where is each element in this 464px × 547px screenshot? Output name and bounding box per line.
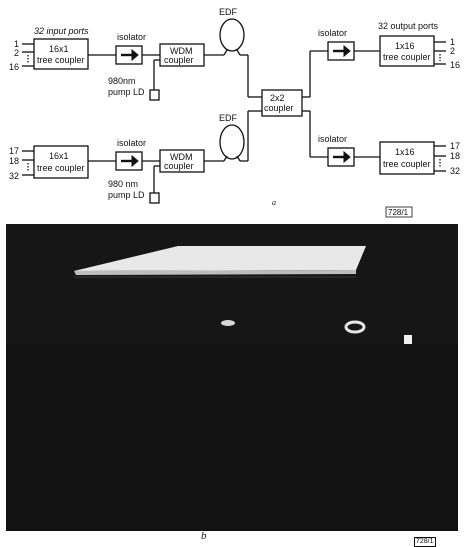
wdm-top-line2: coupler <box>164 55 194 65</box>
pump-top-line1: 980nm <box>108 76 136 86</box>
tree-coupler-in-top-line2: tree coupler <box>37 55 85 65</box>
tree-coupler-out-bottom-line1: 1x16 <box>395 147 415 157</box>
edf-coil-top <box>220 19 244 51</box>
isolator-label-out-top: isolator <box>318 28 347 38</box>
input-port-16: 16 <box>9 62 19 72</box>
arrow-right-icon <box>121 156 138 166</box>
pump-ld-top <box>150 90 159 100</box>
pump-bottom-line2: pump LD <box>108 190 145 200</box>
output-port-2: 2 <box>450 46 455 56</box>
arrow-right-icon <box>333 46 350 56</box>
tree-coupler-out-top-line1: 1x16 <box>395 41 415 51</box>
edf-coil-bottom <box>220 125 244 159</box>
coupler-2x2-line2: coupler <box>264 103 294 113</box>
output-port-32: 32 <box>450 166 460 176</box>
input-port-17: 17 <box>9 146 19 156</box>
input-port-32: 32 <box>9 171 19 181</box>
arrow-right-icon <box>333 152 350 162</box>
coupler-2x2-line1: 2x2 <box>270 93 285 103</box>
input-ports-label: 32 input ports <box>34 26 89 36</box>
tree-coupler-in-bottom-line1: 16x1 <box>49 151 69 161</box>
isolator-label-out-bottom: isolator <box>318 134 347 144</box>
sublabel-a: a <box>272 198 276 207</box>
output-port-16: 16 <box>450 60 460 70</box>
amplifier-block-diagram: 32 input ports 32 output ports 1 2 16 17… <box>0 0 464 222</box>
edf-label-bottom: EDF <box>219 113 238 123</box>
pump-top-line2: pump LD <box>108 87 145 97</box>
pump-bottom-line1: 980 nm <box>108 179 138 189</box>
output-port-17: 17 <box>450 141 460 151</box>
tree-coupler-out-bottom-line2: tree coupler <box>383 159 431 169</box>
input-port-2: 2 <box>14 48 19 58</box>
figure-code-b: 728/1 <box>414 537 436 547</box>
isolator-label-bottom: isolator <box>117 138 146 148</box>
output-ports-label: 32 output ports <box>378 21 439 31</box>
output-port-18: 18 <box>450 151 460 161</box>
experimental-setup-photo <box>6 224 458 531</box>
arrow-right-icon <box>121 50 138 60</box>
pump-ld-bottom <box>150 193 159 203</box>
tree-coupler-out-top-line2: tree coupler <box>383 52 431 62</box>
wdm-bottom-line2: coupler <box>164 161 194 171</box>
input-port-18: 18 <box>9 156 19 166</box>
edf-label-top: EDF <box>219 7 238 17</box>
isolator-label-top: isolator <box>117 32 146 42</box>
tree-coupler-in-bottom-line2: tree coupler <box>37 163 85 173</box>
tree-coupler-in-top-line1: 16x1 <box>49 44 69 54</box>
sublabel-b: b <box>201 530 207 542</box>
figure-code-a: 728/1 <box>388 208 409 217</box>
photo-image <box>6 224 458 531</box>
